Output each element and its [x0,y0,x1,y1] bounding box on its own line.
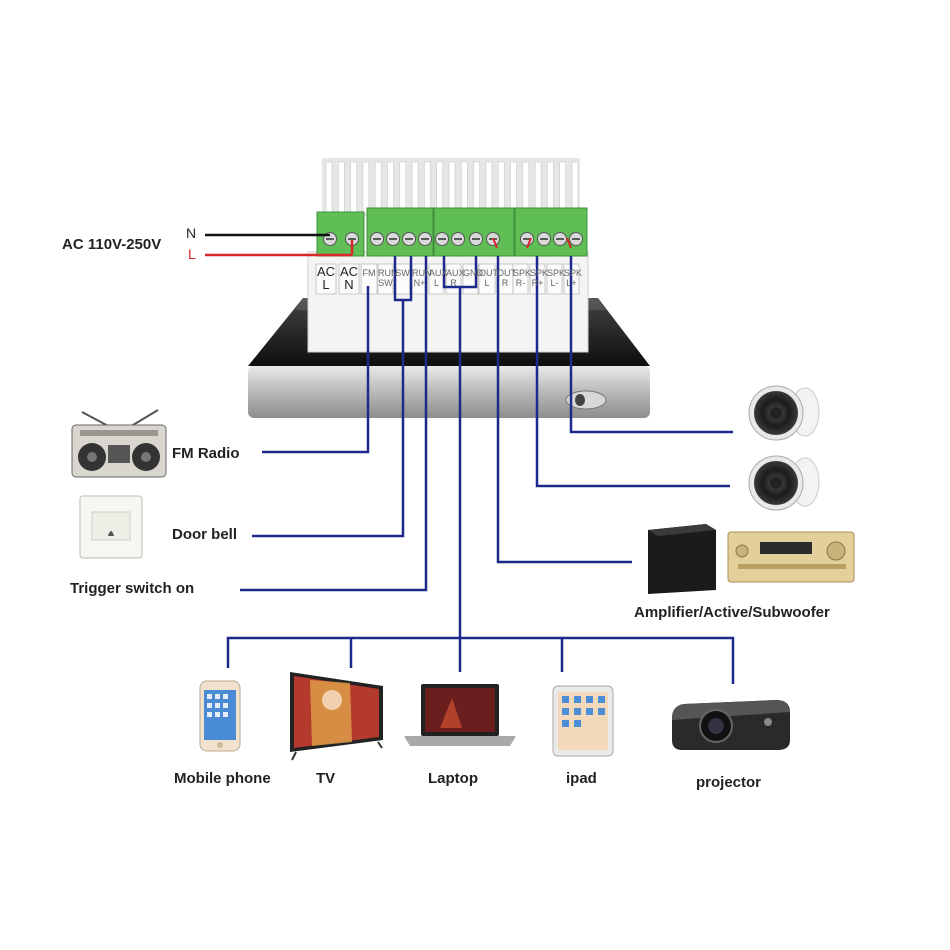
terminal-block-3 [514,207,588,257]
terminal-block-1 [366,207,434,257]
amplifier-label: Amplifier/Active/Subwoofer [634,604,830,621]
fm-wire [262,286,370,454]
speaker-1-wire [569,256,733,434]
amplifier-wire [496,256,632,564]
amplifier-icon [727,531,855,583]
signal-wires [226,256,735,684]
terminal-label: GND [463,268,483,278]
terminal-block-2 [433,207,515,257]
tv-label: TV [316,770,336,787]
fm-radio-icon [71,409,167,478]
live-label: L [188,246,196,262]
ipad-icon [552,685,614,757]
silver-frame [248,366,650,418]
heat-sink [322,158,580,216]
trigger-wire [240,256,428,592]
door-bell-label: Door bell [172,526,238,543]
door-bell-icon [79,495,143,559]
mobile-phone-label: Mobile phone [174,770,271,787]
aux-bus [226,636,735,684]
doorbell-wire [252,300,405,538]
fm-radio-label: FM Radio [172,445,240,462]
speaker-2-wire [535,256,730,488]
terminal-label: FM [362,268,376,278]
terminal-label: SW [395,268,410,278]
power-label: AC 110V-250V [62,236,162,253]
side-button [565,390,607,410]
laptop-icon [404,684,516,746]
ipad-label: ipad [566,770,597,787]
laptop-label: Laptop [428,770,478,787]
ceiling-speaker-icon [748,455,820,511]
mobile-phone-icon [199,680,241,752]
projector-icon [672,700,790,750]
trigger-label: Trigger switch on [70,580,195,597]
tv-icon [290,672,383,761]
neutral-label: N [186,225,197,241]
subwoofer-icon [648,524,716,594]
projector-label: projector [696,774,762,791]
terminal-screws [323,232,583,246]
ceiling-speaker-icon [748,385,820,441]
